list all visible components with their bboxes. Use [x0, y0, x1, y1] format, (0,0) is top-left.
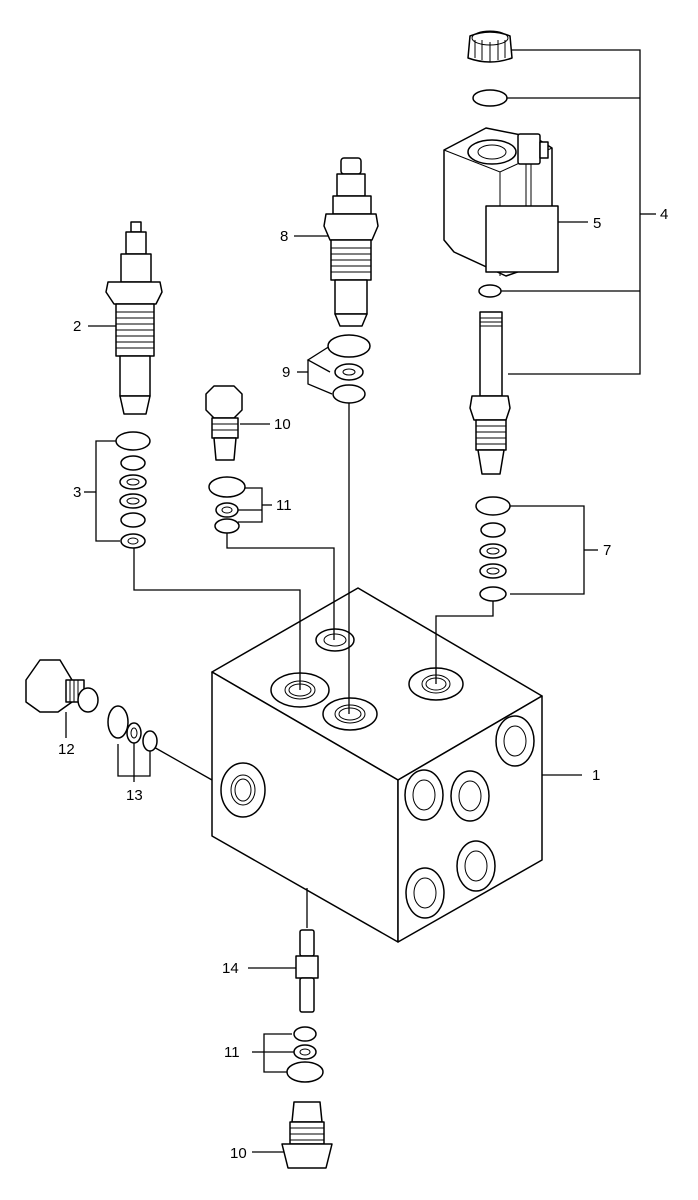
- callout-13: 13: [126, 787, 143, 804]
- seal-kit-11-lower: [286, 1026, 324, 1083]
- callout-11-upper: 11: [276, 497, 292, 514]
- seal-kit-11-upper: [208, 476, 246, 534]
- solenoid-valve-assembly-4: [443, 30, 559, 475]
- leader-lines: [65, 49, 656, 1153]
- callout-4: 4: [660, 206, 668, 223]
- callout-10-lower: 10: [230, 1145, 247, 1162]
- plug-10-upper: [205, 385, 243, 461]
- callout-10-upper: 10: [274, 416, 291, 433]
- callout-14: 14: [222, 960, 239, 977]
- callout-2: 2: [73, 318, 81, 335]
- callout-5: 5: [593, 215, 601, 232]
- plug-12: [25, 659, 99, 713]
- callout-8: 8: [280, 228, 288, 245]
- callout-1: 1: [592, 767, 600, 784]
- callout-11-lower: 11: [224, 1044, 240, 1061]
- plug-10-lower: [281, 1101, 333, 1169]
- callout-labels: 1 2 3 4 5 7 8 9 10 11 12 13 14 11 10: [58, 206, 668, 1162]
- callout-12: 12: [58, 741, 75, 758]
- cartridge-valve-2: [105, 221, 163, 415]
- callout-3: 3: [73, 484, 81, 501]
- cartridge-valve-8: [323, 157, 379, 327]
- valve-block: [211, 587, 543, 943]
- callout-9: 9: [282, 364, 290, 381]
- seal-kit-13: [107, 705, 158, 752]
- pin-14: [295, 929, 319, 1013]
- callout-7: 7: [603, 542, 611, 559]
- seal-kit-9: [327, 334, 371, 404]
- seal-kit-3: [115, 431, 151, 549]
- seal-kit-7: [475, 496, 511, 602]
